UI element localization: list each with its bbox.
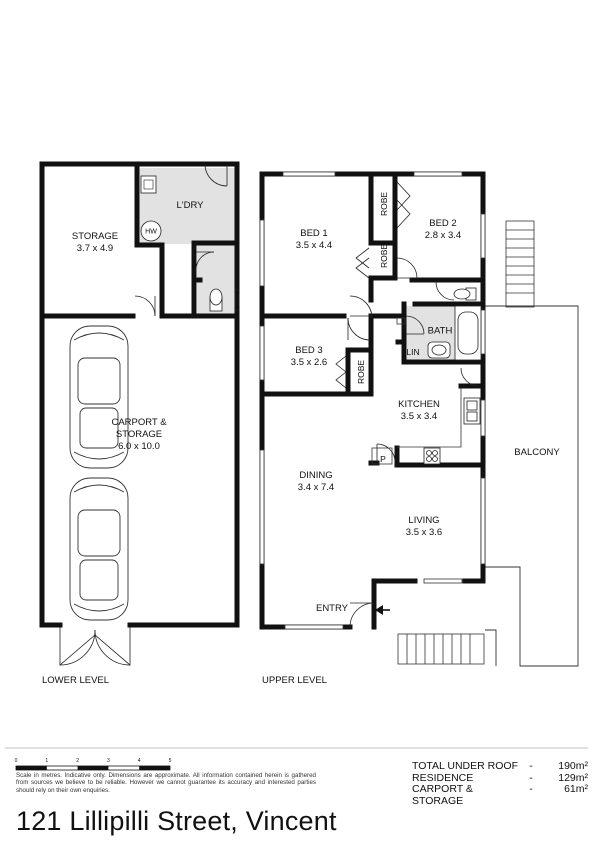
entry-label: ENTRY — [315, 603, 349, 614]
upper-level-title: UPPER LEVEL — [262, 675, 327, 686]
upper-level-plan — [259, 171, 579, 667]
disclaimer-note: Scale in metres. Indicative only. Dimens… — [16, 772, 316, 794]
robe-label: ROBE — [379, 243, 389, 269]
stairs-bottom — [397, 633, 485, 665]
area-summary-table: TOTAL UNDER ROOF - 190m² RESIDENCE - 129… — [412, 760, 588, 807]
lower-level-title: LOWER LEVEL — [42, 675, 110, 686]
stairs-top — [505, 220, 535, 308]
balcony-label: BALCONY — [514, 447, 560, 458]
bath-label: BATH — [427, 325, 453, 337]
laundry-label: L'DRY — [176, 200, 204, 211]
car-icon — [69, 477, 129, 621]
robe-label: ROBE — [356, 359, 366, 385]
linen-label: LIN — [406, 347, 420, 357]
area-row-carport: CARPORT & STORAGE - 61m² — [412, 783, 588, 807]
car-icon — [69, 325, 129, 469]
balcony-outline — [485, 305, 579, 667]
lower-level-plan — [39, 161, 240, 666]
entry-arrow-icon — [375, 605, 390, 615]
area-row-residence: RESIDENCE - 129m² — [412, 771, 588, 784]
scale-bar — [5, 747, 588, 771]
area-row-total: TOTAL UNDER ROOF - 190m² — [412, 760, 588, 772]
robe-label: ROBE — [379, 191, 389, 217]
property-address: 121 Lillipilli Street, Vincent — [16, 806, 337, 836]
hot-water-label: HW — [145, 228, 157, 236]
pantry-label: P — [380, 454, 386, 464]
